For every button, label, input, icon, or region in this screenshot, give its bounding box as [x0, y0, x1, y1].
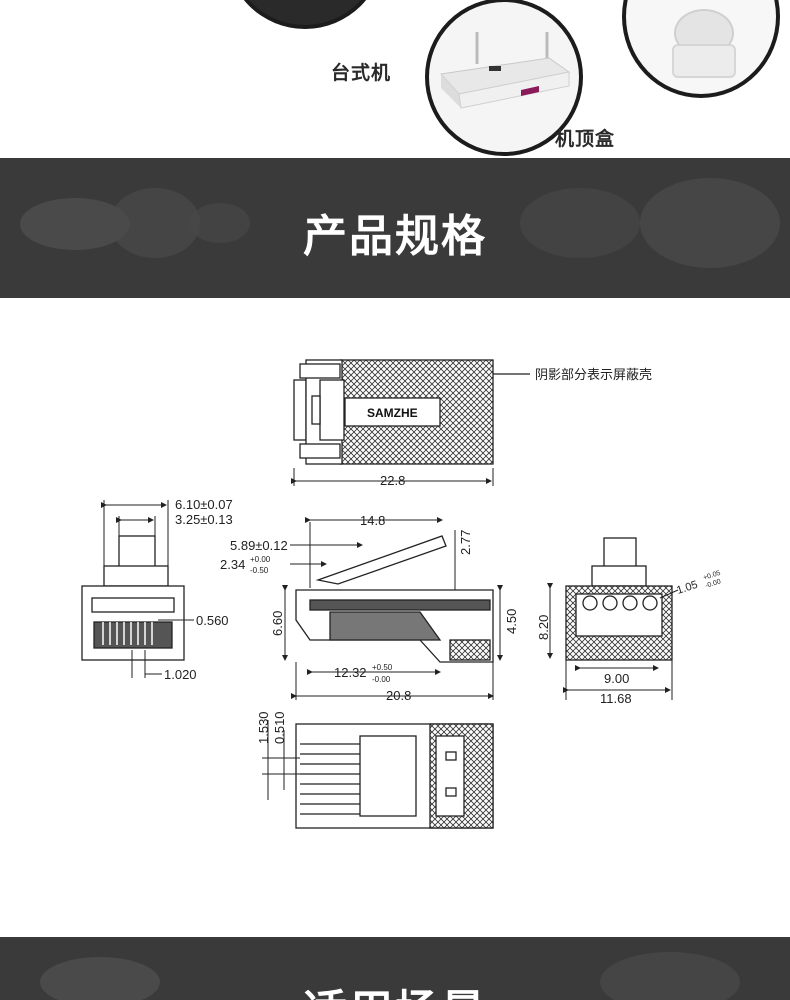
settop-box-icon	[440, 32, 571, 109]
camera-photo	[622, 0, 780, 98]
scenario-header-band: 适用场景	[0, 937, 790, 1000]
end-view	[547, 537, 679, 700]
settop-photo	[425, 0, 583, 156]
dim-11-68: 11.68	[600, 691, 632, 706]
dim-12-32: 12.32	[334, 665, 367, 680]
dim-0-560: 0.560	[196, 613, 229, 628]
dim-12-32-lower: -0.00	[372, 675, 391, 684]
dim-1-05: 1.05	[675, 579, 699, 597]
top-view: SAMZHE	[291, 359, 530, 486]
dim-1-05-lower: -0.00	[704, 578, 721, 590]
dim-9-00: 9.00	[604, 671, 629, 686]
dim-14-8: 14.8	[360, 513, 385, 528]
dim-3-25: 3.25±0.13	[175, 512, 233, 527]
spec-title: 产品规格	[303, 211, 487, 262]
dim-1-020: 1.020	[164, 667, 197, 682]
dim-22-8: 22.8	[380, 473, 405, 488]
spec-header-band: 产品规格	[0, 158, 790, 298]
dim-12-32-upper: +0.50	[372, 663, 393, 672]
desktop-photo	[226, 0, 384, 29]
scenario-title: 适用场景	[0, 975, 790, 1000]
rj45-technical-drawing: SAMZHE 阴影部分表示屏蔽壳 22.8 6.10±0.07 3.25±	[81, 359, 722, 829]
front-view	[81, 500, 194, 678]
dim-20-8: 20.8	[386, 688, 411, 703]
dim-2-34-lower: -0.50	[250, 566, 269, 575]
bottom-view	[262, 720, 494, 829]
dim-8-20: 8.20	[536, 615, 551, 640]
side-view	[282, 517, 503, 700]
dim-2-77: 2.77	[458, 530, 473, 555]
dim-6-60: 6.60	[270, 611, 285, 636]
dim-4-50: 4.50	[504, 609, 519, 634]
dim-2-34-upper: +0.00	[250, 555, 271, 564]
desktop-label: 台式机	[331, 62, 392, 84]
dim-1-530: 1.530	[256, 711, 271, 744]
dim-2-34: 2.34	[220, 557, 245, 572]
dim-5-89: 5.89±0.12	[230, 538, 288, 553]
shield-note: 阴影部分表示屏蔽壳	[535, 367, 652, 382]
brand-label: SAMZHE	[367, 406, 418, 420]
dim-0-510: 0.510	[272, 711, 287, 744]
application-strip: 台式机 机顶盒	[0, 0, 790, 158]
dim-6-10: 6.10±0.07	[175, 497, 233, 512]
settop-label: 机顶盒	[555, 128, 616, 150]
